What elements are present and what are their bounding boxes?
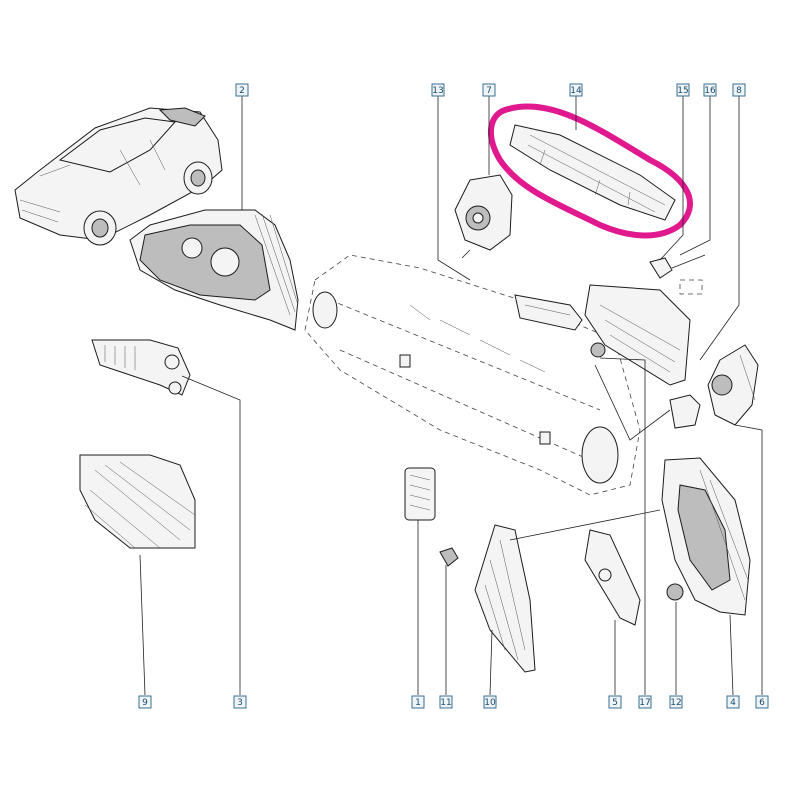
callout-number: 5 — [612, 698, 618, 708]
callout-2: 2 — [235, 83, 249, 97]
callout-box — [638, 695, 652, 709]
callout-box — [439, 695, 453, 709]
callout-14: 14 — [569, 83, 583, 97]
callout-number: 4 — [730, 698, 736, 708]
callout-box — [233, 695, 247, 709]
callout-7: 7 — [482, 83, 496, 97]
callout-16: 16 — [703, 83, 717, 97]
part-14-third-brake-light — [487, 103, 693, 239]
callout-box — [482, 83, 496, 97]
callout-number: 10 — [484, 698, 496, 708]
car-illustration — [14, 107, 223, 246]
callout-number: 13 — [432, 86, 443, 96]
callout-number: 9 — [142, 698, 148, 708]
part-9-trim-cover — [79, 454, 196, 549]
callout-12: 12 — [669, 695, 683, 709]
callout-box — [138, 695, 152, 709]
callout-number: 17 — [639, 698, 650, 708]
callout-10: 10 — [483, 695, 497, 709]
callout-box — [732, 83, 746, 97]
part-11-nut — [439, 547, 459, 567]
part-2-rear-light-left — [129, 209, 299, 331]
part-8-lamp-holder — [669, 394, 701, 429]
callout-number: 3 — [237, 698, 243, 708]
callout-number: 1 — [415, 698, 421, 708]
callout-number: 14 — [570, 86, 582, 96]
part-5-bulb-holder — [584, 529, 641, 626]
callout-1: 1 — [411, 695, 425, 709]
part-12-grommet — [666, 583, 684, 601]
callout-box — [483, 695, 497, 709]
callout-5: 5 — [608, 695, 622, 709]
part-6-lens-right — [707, 344, 759, 426]
callout-box — [669, 695, 683, 709]
callout-number: 2 — [239, 86, 245, 96]
part-7-lamp-unit — [454, 174, 513, 259]
callout-6: 6 — [755, 695, 769, 709]
callout-13: 13 — [431, 83, 445, 97]
callout-box — [676, 83, 690, 97]
part-13-plate-light — [514, 294, 583, 331]
callout-box — [755, 695, 769, 709]
part-15-mounting-plate — [584, 284, 691, 386]
callout-15: 15 — [676, 83, 690, 97]
callout-9: 9 — [138, 695, 152, 709]
callout-number: 6 — [759, 698, 765, 708]
callout-number: 8 — [736, 86, 742, 96]
callout-number: 7 — [486, 86, 492, 96]
callout-box — [431, 83, 445, 97]
callout-box — [608, 695, 622, 709]
callout-number: 16 — [704, 86, 716, 96]
part-10-inner-trim — [474, 524, 536, 673]
callout-4: 4 — [726, 695, 740, 709]
callout-11: 11 — [439, 695, 453, 709]
callout-3: 3 — [233, 695, 247, 709]
part-1-lens — [404, 467, 436, 521]
callout-8: 8 — [732, 83, 746, 97]
callout-box — [235, 83, 249, 97]
callout-number: 15 — [677, 86, 688, 96]
part-4-rear-light-right — [661, 457, 751, 616]
callout-number: 12 — [670, 698, 681, 708]
callout-box — [569, 83, 583, 97]
callout-box — [703, 83, 717, 97]
callout-17: 17 — [638, 695, 652, 709]
callout-box — [726, 695, 740, 709]
part-17-clip — [590, 342, 606, 358]
leader-lines — [139, 96, 763, 696]
part-3-bulb-holder — [91, 339, 191, 396]
tailgate-panel — [304, 254, 641, 496]
callout-number: 11 — [440, 698, 451, 708]
highlight-outline — [487, 103, 693, 239]
callout-box — [411, 695, 425, 709]
part-16-bulb — [649, 254, 706, 295]
